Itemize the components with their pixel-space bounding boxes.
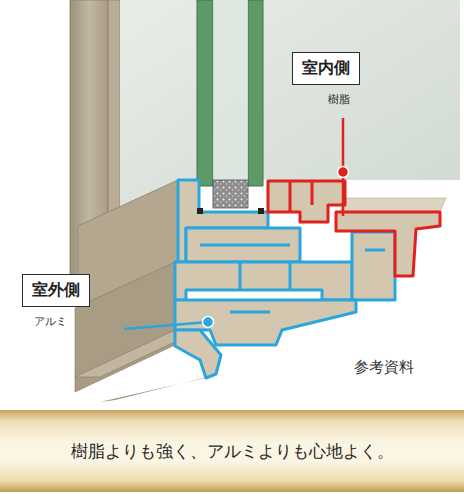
side-callout: 室外側アルミ [22, 274, 90, 329]
note-label: 参考資料 [354, 358, 414, 377]
side-title: 室外側 [22, 274, 90, 307]
side-callout: 室内側樹脂 [292, 52, 360, 107]
side-title: 室内側 [292, 52, 360, 85]
material-label: 樹脂 [328, 92, 360, 107]
material-label: アルミ [34, 314, 90, 329]
caption-text: 樹脂よりも強く、アルミよりも心地よく。 [0, 410, 464, 492]
